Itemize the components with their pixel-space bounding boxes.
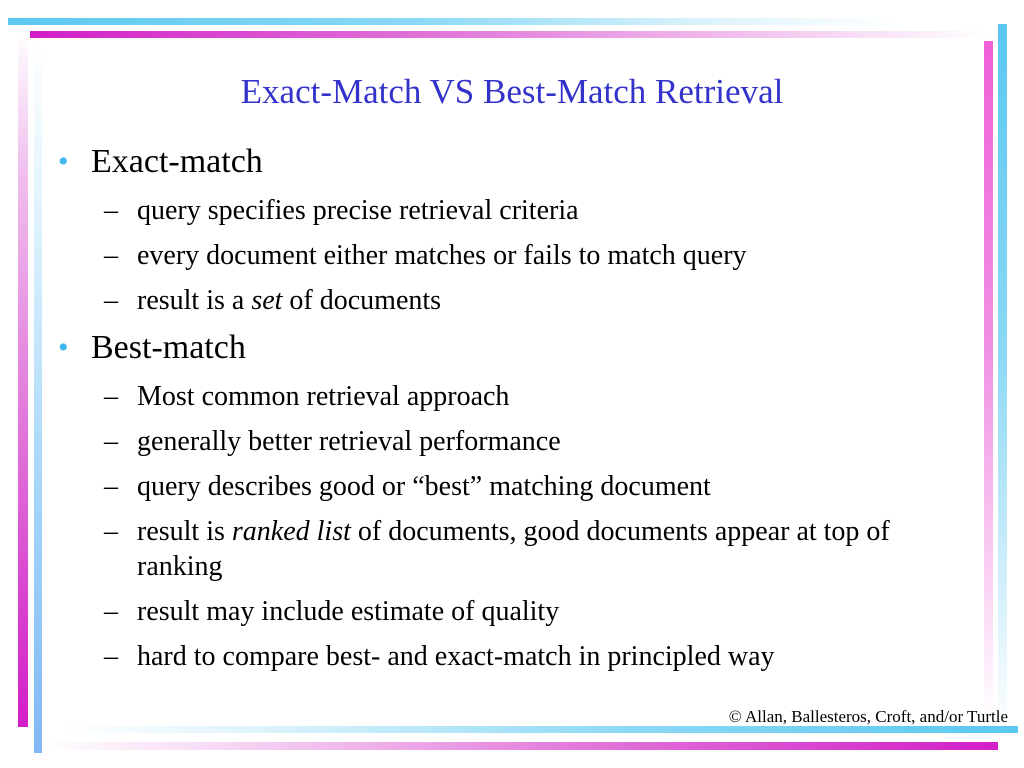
copyright-footer: © Allan, Ballesteros, Croft, and/or Turt… — [728, 707, 1008, 726]
emphasis: set — [251, 285, 283, 316]
dash-marker: – — [104, 285, 118, 316]
decorative-bar-left-cyan — [34, 40, 42, 753]
decorative-bar-top-cyan — [8, 18, 900, 25]
bullet-marker: • — [58, 145, 69, 178]
dash-marker: – — [104, 471, 118, 502]
sub-item-text: result may include estimate of quality — [137, 596, 560, 627]
slide-title: Exact-Match VS Best-Match Retrieval — [240, 72, 784, 111]
dash-marker: – — [104, 381, 118, 412]
bullet-item: • Exact-match — [58, 141, 978, 183]
dash-marker: – — [104, 426, 118, 457]
decorative-bar-top-magenta — [30, 31, 990, 38]
bullet-item: • Best-match — [58, 327, 978, 369]
decorative-bar-bottom-magenta — [40, 742, 998, 750]
bullet-label: Exact-match — [91, 143, 263, 180]
sub-item: – query specifies precise retrieval crit… — [104, 193, 978, 228]
sub-item: – result may include estimate of quality — [104, 594, 978, 629]
sub-item-text: query describes good or “best” matching … — [137, 471, 711, 502]
sub-item-text: query specifies precise retrieval criter… — [137, 195, 579, 226]
bullet-label: Best-match — [91, 329, 246, 366]
bullet-marker: • — [58, 331, 69, 364]
dash-marker: – — [104, 195, 118, 226]
sub-item-text: result is a set of documents — [137, 285, 442, 316]
sub-item-text: every document either matches or fails t… — [137, 240, 747, 271]
decorative-bar-bottom-cyan — [60, 726, 1018, 733]
sub-item-text: Most common retrieval approach — [137, 381, 510, 412]
decorative-bar-right-cyan — [998, 24, 1007, 735]
sub-item: – hard to compare best- and exact-match … — [104, 639, 978, 674]
emphasis: ranked list — [231, 516, 351, 547]
sub-item: – generally better retrieval performance — [104, 424, 978, 459]
sub-item-text: result is ranked list of documents, good… — [137, 516, 890, 582]
sub-item: – result is a set of documents — [104, 283, 978, 318]
decorative-bar-right-magenta — [984, 41, 993, 721]
dash-marker: – — [104, 641, 118, 672]
sub-item: – every document either matches or fails… — [104, 238, 978, 273]
dash-marker: – — [104, 516, 118, 547]
sub-item-text: hard to compare best- and exact-match in… — [137, 641, 775, 672]
dash-marker: – — [104, 596, 118, 627]
slide-content: • Exact-match – query specifies precise … — [58, 141, 978, 674]
sub-item-text: generally better retrieval performance — [137, 426, 561, 457]
sub-item: – Most common retrieval approach — [104, 379, 978, 414]
decorative-bar-left-magenta — [18, 30, 28, 727]
sub-item: – result is ranked list of documents, go… — [104, 514, 978, 584]
sub-item: – query describes good or “best” matchin… — [104, 469, 978, 504]
dash-marker: – — [104, 240, 118, 271]
